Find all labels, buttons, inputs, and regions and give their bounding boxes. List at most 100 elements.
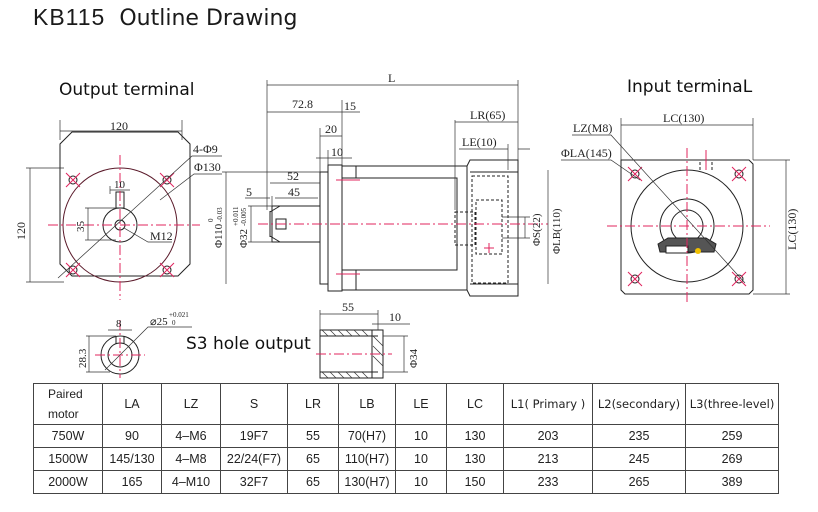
drawing-title: KB115 Outline Drawing <box>33 4 297 31</box>
table-cell: 233 <box>503 470 593 494</box>
dim-bore-tol-upper: +0.021 <box>169 311 189 319</box>
table-cell: 145/130 <box>102 447 162 471</box>
table-row: 750W 90 4–M6 19F7 55 70(H7) 10 130 203 2… <box>33 424 779 448</box>
dim-28-3: 28.3 <box>77 348 89 368</box>
model-number: KB115 <box>33 4 106 30</box>
input-terminal-view: LC(130) LC(130) LZ(M8) ΦLA(145) <box>561 111 799 305</box>
dim-phi32-tol-lower: -0.005 <box>240 207 248 226</box>
key-section-view: 8 28.3 ⌀25 +0.021 0 <box>77 311 192 378</box>
table-cell: 110(H7) <box>338 447 396 471</box>
s3-hole-view: 55 10 Φ34 <box>316 300 420 379</box>
table-row: 2000W 165 4–M10 32F7 65 130(H7) 10 150 2… <box>33 470 779 494</box>
table-row: 1500W 145/130 4–M8 22/24(F7) 65 110(H7) … <box>33 447 779 471</box>
table-cell: 750W <box>33 424 103 448</box>
table-cell: 32F7 <box>220 470 288 494</box>
header-cell: LR <box>287 383 339 425</box>
output-terminal-view: 120 120 10 35 4-Φ9 Φ130 M12 <box>14 119 222 300</box>
dim-key-8: 8 <box>116 318 122 330</box>
bolt-hole-icon <box>65 172 175 278</box>
table-cell: 265 <box>592 470 686 494</box>
table-cell: 22/24(F7) <box>220 447 288 471</box>
bolt-hole-icon <box>627 166 747 287</box>
table-cell: 55 <box>287 424 339 448</box>
table-cell: 10 <box>395 447 447 471</box>
dim-LA: ΦLA(145) <box>561 146 612 160</box>
table-cell: 389 <box>685 470 779 494</box>
table-cell: 70(H7) <box>338 424 396 448</box>
dim-phi110-tol-upper: 0 <box>207 218 215 222</box>
dim-LE: LE(10) <box>462 135 497 149</box>
s3-hole-output-label: S3 hole output <box>186 334 311 354</box>
dim-LC-width: LC(130) <box>663 111 704 125</box>
dim-72-8: 72.8 <box>292 97 313 111</box>
table-cell: 269 <box>685 447 779 471</box>
header-cell: LE <box>395 383 447 425</box>
table-cell: 10 <box>395 470 447 494</box>
title-text: Outline Drawing <box>119 6 298 31</box>
header-cell: L3(three-level) <box>685 383 779 425</box>
dim-thread: M12 <box>150 229 173 243</box>
header-cell: L1( Primary ) <box>503 383 593 425</box>
dim-52: 52 <box>287 169 299 183</box>
dim-phi110: Φ110 <box>213 223 225 248</box>
dim-LR: LR(65) <box>470 108 505 122</box>
table-cell: 130 <box>446 447 504 471</box>
dim-phi32-tol-upper: +0.011 <box>232 206 240 226</box>
dim-bore-tol-lower: 0 <box>172 319 176 327</box>
dim-height-120: 120 <box>14 222 28 240</box>
input-terminal-label: Input terminaL <box>627 77 753 97</box>
table-cell: 130 <box>446 424 504 448</box>
table-cell: 259 <box>685 424 779 448</box>
dim-pcd: Φ130 <box>194 160 221 174</box>
header-cell: S <box>220 383 288 425</box>
dim-s3-10: 10 <box>389 310 401 324</box>
header-cell: LA <box>102 383 162 425</box>
side-view: L 72.8 15 20 10 52 45 5 Φ32 +0.011 -0.00… <box>207 71 563 297</box>
dim-5: 5 <box>246 185 252 199</box>
header-cell: LB <box>338 383 396 425</box>
table-cell: 10 <box>395 424 447 448</box>
dim-phi32: Φ32 <box>238 229 250 248</box>
table-cell: 90 <box>102 424 162 448</box>
dim-10: 10 <box>331 145 343 159</box>
dim-s3-55: 55 <box>342 300 354 314</box>
dim-phi110-tol-lower: -0.03 <box>216 207 224 222</box>
header-cell: LZ <box>161 383 221 425</box>
table-cell: 2000W <box>33 470 103 494</box>
table-cell: 65 <box>287 447 339 471</box>
table-cell: 65 <box>287 470 339 494</box>
table-cell: 235 <box>592 424 686 448</box>
header-cell: LC <box>446 383 504 425</box>
dim-holes: 4-Φ9 <box>193 142 218 156</box>
table-cell: 4–M8 <box>161 447 221 471</box>
dim-bore: ⌀25 <box>150 316 168 328</box>
dim-LC-height: LC(130) <box>785 209 799 250</box>
table-cell: 203 <box>503 424 593 448</box>
dim-width-120: 120 <box>110 119 128 133</box>
outline-drawing: 120 120 10 35 4-Φ9 Φ130 M12 <box>14 71 799 379</box>
dim-45: 45 <box>288 185 300 199</box>
dim-15: 15 <box>344 99 356 113</box>
table-cell: 213 <box>503 447 593 471</box>
table-cell: 19F7 <box>220 424 288 448</box>
table-cell: 245 <box>592 447 686 471</box>
dim-phiLB: ΦLB(110) <box>551 208 563 254</box>
dim-s3-phi34: Φ34 <box>408 348 420 368</box>
dim-phiS: ΦS(22) <box>531 213 543 246</box>
table-cell: 150 <box>446 470 504 494</box>
dim-20: 20 <box>325 122 337 136</box>
dim-key-10: 10 <box>114 179 126 191</box>
output-terminal-label: Output terminal <box>59 80 195 100</box>
table-cell: 4–M6 <box>161 424 221 448</box>
table-cell: 1500W <box>33 447 103 471</box>
dim-L: L <box>388 71 395 85</box>
table-cell: 165 <box>102 470 162 494</box>
dim-key-35: 35 <box>75 221 87 233</box>
table-cell: 130(H7) <box>338 470 396 494</box>
table-cell: 4–M10 <box>161 470 221 494</box>
dim-LZ: LZ(M8) <box>573 121 612 135</box>
header-cell: L2(secondary) <box>592 383 686 425</box>
